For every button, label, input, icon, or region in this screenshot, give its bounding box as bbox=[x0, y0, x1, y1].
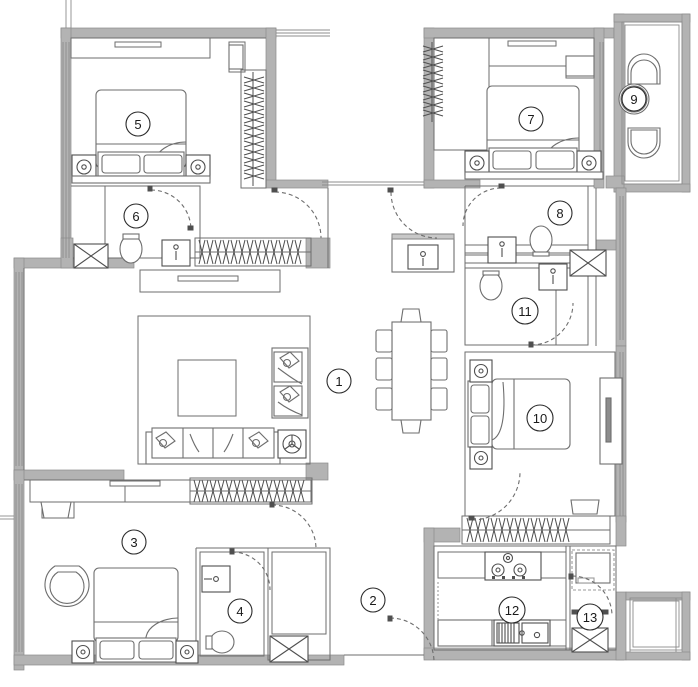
cooktop-hob bbox=[484, 551, 542, 581]
room-label-bathroom-4[interactable]: 4 bbox=[227, 598, 253, 624]
room-label-bathroom-6[interactable]: 6 bbox=[123, 203, 149, 229]
washing-machine bbox=[571, 549, 615, 591]
room-label-bathroom-11[interactable]: 11 bbox=[511, 297, 539, 325]
shower-bath-6 bbox=[73, 243, 109, 269]
room-label-text: 5 bbox=[134, 117, 141, 132]
room-label-text: 10 bbox=[533, 411, 547, 426]
window-glazing-layer bbox=[0, 0, 683, 652]
door-swings bbox=[150, 187, 613, 663]
basin-bath-6 bbox=[161, 239, 191, 267]
wardrobe-hanger-symbols bbox=[193, 42, 570, 543]
room-label-bedroom-10[interactable]: 10 bbox=[526, 404, 554, 432]
bed-room-3 bbox=[71, 567, 199, 664]
room-label-circle bbox=[518, 106, 544, 132]
room-label-text: 9 bbox=[630, 92, 637, 107]
room-label-circle bbox=[123, 203, 149, 229]
sanitary-fixtures bbox=[73, 225, 609, 663]
room-label-living-room[interactable]: 1 bbox=[326, 368, 352, 394]
armchair-bedroom-3 bbox=[44, 565, 90, 607]
basin-bath-4 bbox=[201, 565, 231, 593]
floor-drain-utility bbox=[571, 627, 609, 653]
room-label-circle bbox=[121, 529, 147, 555]
room-label-circle bbox=[511, 297, 539, 325]
room-label-circle bbox=[576, 603, 604, 631]
room-label-circle bbox=[526, 404, 554, 432]
armchairs-pair bbox=[271, 347, 309, 419]
balcony-chair-bottom bbox=[627, 127, 661, 159]
room-label-text: 2 bbox=[369, 593, 376, 608]
room-label-circle bbox=[125, 111, 151, 137]
bed-room-7 bbox=[464, 85, 604, 180]
room-label-circle bbox=[227, 598, 253, 624]
room-label-entry-foyer[interactable]: 2 bbox=[360, 587, 386, 613]
wc-bath-4 bbox=[205, 630, 235, 654]
room-label-bedroom-3[interactable]: 3 bbox=[121, 529, 147, 555]
basin-bath-8 bbox=[487, 236, 517, 264]
bed-room-5 bbox=[71, 89, 211, 184]
sofa-4-seat bbox=[145, 427, 281, 465]
room-label-text: 1 bbox=[335, 374, 342, 389]
room-label-text: 12 bbox=[505, 603, 519, 618]
room-label-bathroom-8[interactable]: 8 bbox=[547, 200, 573, 226]
wc-bath-6 bbox=[119, 233, 143, 264]
side-table-round bbox=[277, 429, 307, 459]
kitchen-sink bbox=[493, 619, 551, 647]
basin-bath-11 bbox=[538, 263, 568, 291]
room-label-kitchen-12[interactable]: 12 bbox=[498, 596, 526, 624]
furniture-dining bbox=[375, 308, 448, 434]
room-label-balcony-9[interactable]: 9 bbox=[621, 86, 647, 112]
room-label-text: 6 bbox=[132, 209, 139, 224]
vanity-corridor bbox=[391, 233, 455, 273]
room-label-text: 3 bbox=[130, 535, 137, 550]
room-label-bedroom-5[interactable]: 5 bbox=[125, 111, 151, 137]
room-label-text: 7 bbox=[527, 112, 534, 127]
room-label-circle bbox=[360, 587, 386, 613]
room-label-text: 4 bbox=[236, 604, 243, 619]
room-label-text: 11 bbox=[518, 304, 532, 319]
furniture-living bbox=[145, 347, 309, 465]
shower-bath-4 bbox=[269, 635, 309, 663]
wc-bath-11 bbox=[479, 270, 503, 301]
room-label-text: 8 bbox=[556, 206, 563, 221]
room-label-circle bbox=[326, 368, 352, 394]
room-label-circle bbox=[547, 200, 573, 226]
shower-bath-8 bbox=[569, 249, 607, 277]
room-label-text: 13 bbox=[583, 610, 597, 625]
room-label-circle bbox=[621, 86, 647, 112]
room-label-circle bbox=[498, 596, 526, 624]
wc-bath-8 bbox=[529, 225, 553, 257]
misc-furniture bbox=[40, 44, 600, 519]
kitchen-appliances bbox=[437, 549, 615, 647]
fridge-nook bbox=[437, 619, 493, 647]
room-label-bedroom-7[interactable]: 7 bbox=[518, 106, 544, 132]
room-label-utility-13[interactable]: 13 bbox=[576, 603, 604, 631]
balcony-chair-top bbox=[627, 53, 661, 85]
